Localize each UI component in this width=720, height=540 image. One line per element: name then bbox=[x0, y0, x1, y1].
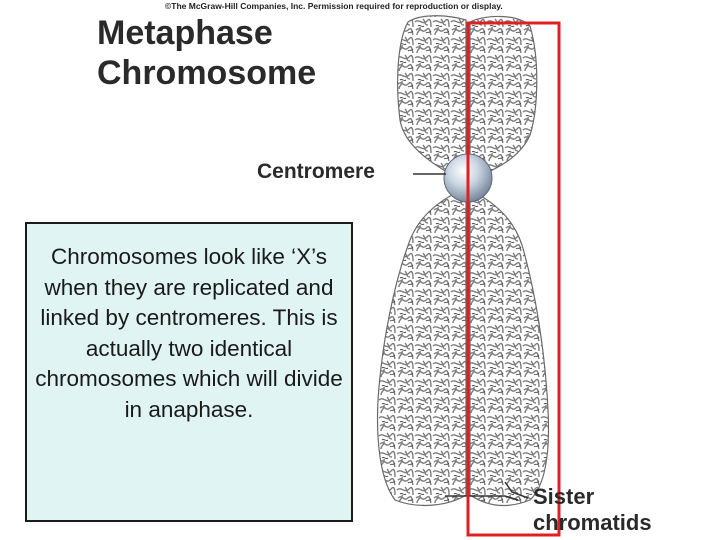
title-line-1: Metaphase bbox=[97, 14, 273, 52]
sister-chromatids-label: Sister chromatids bbox=[533, 484, 652, 536]
sister-chromatid-highlight-box bbox=[466, 21, 561, 537]
sister-label-line-2: chromatids bbox=[533, 510, 652, 535]
left-chromatid-upper-arm bbox=[397, 15, 467, 181]
sister-chromatids-leader-line bbox=[445, 481, 529, 501]
left-chromatid-lower-arm bbox=[376, 189, 467, 506]
copyright-notice: ©The McGraw-Hill Companies, Inc. Permiss… bbox=[165, 1, 503, 11]
diagram-title: Metaphase Chromosome bbox=[97, 13, 316, 93]
explanation-text: Chromosomes look like ‘X’s when they are… bbox=[35, 244, 343, 422]
right-chromatid-upper-arm bbox=[469, 15, 538, 181]
title-line-2: Chromosome bbox=[97, 54, 317, 92]
sister-label-line-1: Sister bbox=[533, 484, 595, 509]
centromere-label: Centromere bbox=[257, 160, 375, 183]
right-chromatid-lower-arm bbox=[469, 189, 550, 506]
explanation-callout-box: Chromosomes look like ‘X’s when they are… bbox=[25, 222, 353, 522]
